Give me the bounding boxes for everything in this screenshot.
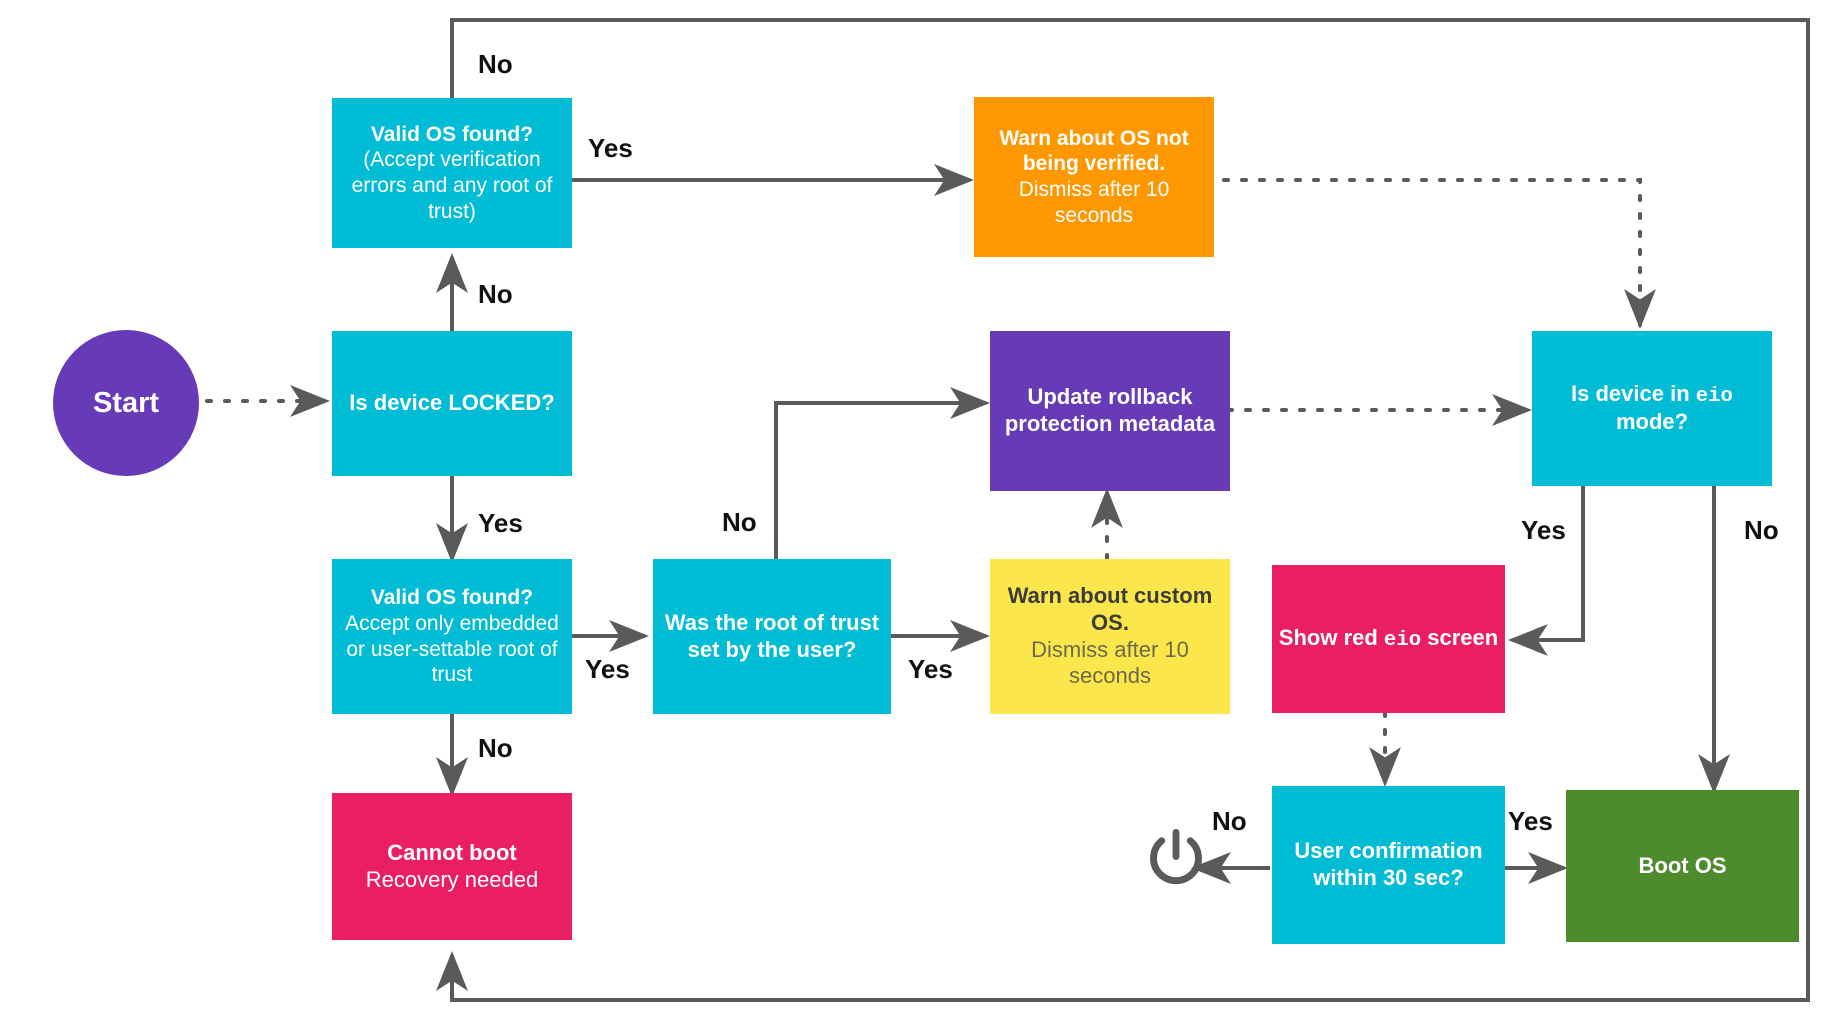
node-show-red-eio[interactable]: Show red eio screen: [1272, 565, 1505, 713]
node-show-red-eio-title: Show red eio screen: [1279, 625, 1498, 653]
node-warn-custom-os-title: Warn about custom OS.: [1007, 582, 1213, 635]
node-cannot-boot-title: Cannot boot: [387, 839, 517, 865]
edge-label-no-user-confirm: No: [1212, 806, 1247, 836]
power-off-icon: [1140, 822, 1212, 894]
node-valid-os-locked[interactable]: Valid OS found? Accept only embedded or …: [332, 559, 572, 714]
node-root-of-trust-user-title: Was the root of trust set by the user?: [664, 609, 880, 662]
edge-label-yes-user-confirm: Yes: [1508, 806, 1553, 836]
node-is-device-eio-title-pre: Is device in: [1571, 380, 1696, 406]
node-valid-os-unlocked-sub: (Accept verification errors and any root…: [351, 148, 553, 223]
node-warn-custom-os-sub: Dismiss after 10 seconds: [1031, 636, 1189, 689]
node-warn-not-verified-sub: Dismiss after 10 seconds: [1018, 178, 1170, 227]
edge-label-no-to-cannot-boot: No: [478, 733, 513, 763]
edge-label-yes-eio: Yes: [1521, 515, 1566, 545]
node-start[interactable]: Start: [53, 330, 199, 476]
node-warn-not-verified[interactable]: Warn about OS not being verified. Dismis…: [974, 97, 1214, 257]
node-valid-os-unlocked[interactable]: Valid OS found? (Accept verification err…: [332, 98, 572, 248]
node-show-red-eio-title-pre: Show red: [1278, 624, 1384, 650]
node-warn-not-verified-title: Warn about OS not being verified.: [999, 126, 1189, 176]
node-is-device-locked-title: Is device LOCKED?: [349, 390, 555, 416]
edge-label-yes-root-of-trust: Yes: [908, 654, 953, 684]
node-valid-os-unlocked-title: Valid OS found?: [370, 122, 534, 146]
node-cannot-boot-sub: Recovery needed: [365, 866, 539, 892]
node-root-of-trust-user[interactable]: Was the root of trust set by the user?: [653, 559, 891, 714]
node-is-device-eio-title: Is device in eio mode?: [1538, 381, 1766, 436]
edge-label-no-top-loop: No: [478, 49, 513, 79]
node-boot-os-title: Boot OS: [1638, 852, 1727, 878]
node-boot-os[interactable]: Boot OS: [1566, 790, 1799, 942]
edge-label-no-eio: No: [1744, 515, 1779, 545]
edge-outer-loop-no: [436, 18, 1810, 1002]
node-user-confirmation[interactable]: User confirmation within 30 sec?: [1272, 786, 1505, 944]
node-user-confirmation-title: User confirmation within 30 sec?: [1294, 838, 1483, 890]
node-warn-custom-os[interactable]: Warn about custom OS. Dismiss after 10 s…: [990, 559, 1230, 714]
node-valid-os-locked-sub: Accept only embedded or user-settable ro…: [345, 611, 559, 687]
edge-eio-yes-to-red-screen: [1508, 483, 1585, 656]
edge-label-yes-to-warn-not-verified: Yes: [588, 133, 633, 163]
edge-warn-to-eio: [1222, 178, 1656, 329]
node-show-red-eio-title-post: screen: [1421, 624, 1499, 650]
edge-label-no-locked-to-valid: No: [478, 279, 513, 309]
node-is-device-eio-title-mono: eio: [1695, 384, 1733, 408]
node-cannot-boot[interactable]: Cannot boot Recovery needed: [332, 793, 572, 940]
edge-root-no-to-rollback: [774, 387, 990, 559]
edge-label-yes-to-root-of-trust: Yes: [585, 654, 630, 684]
node-is-device-eio[interactable]: Is device in eio mode?: [1532, 331, 1772, 486]
node-start-label: Start: [92, 386, 160, 419]
node-is-device-locked[interactable]: Is device LOCKED?: [332, 331, 572, 476]
node-show-red-eio-title-mono: eio: [1383, 628, 1422, 652]
edge-label-no-root-of-trust: No: [722, 507, 757, 537]
node-valid-os-locked-title: Valid OS found?: [370, 586, 534, 610]
node-is-device-eio-title-post: mode?: [1615, 409, 1689, 435]
node-update-rollback-title: Update rollback protection metadata: [1004, 384, 1216, 436]
node-update-rollback[interactable]: Update rollback protection metadata: [990, 331, 1230, 491]
edge-label-yes-locked: Yes: [478, 508, 523, 538]
